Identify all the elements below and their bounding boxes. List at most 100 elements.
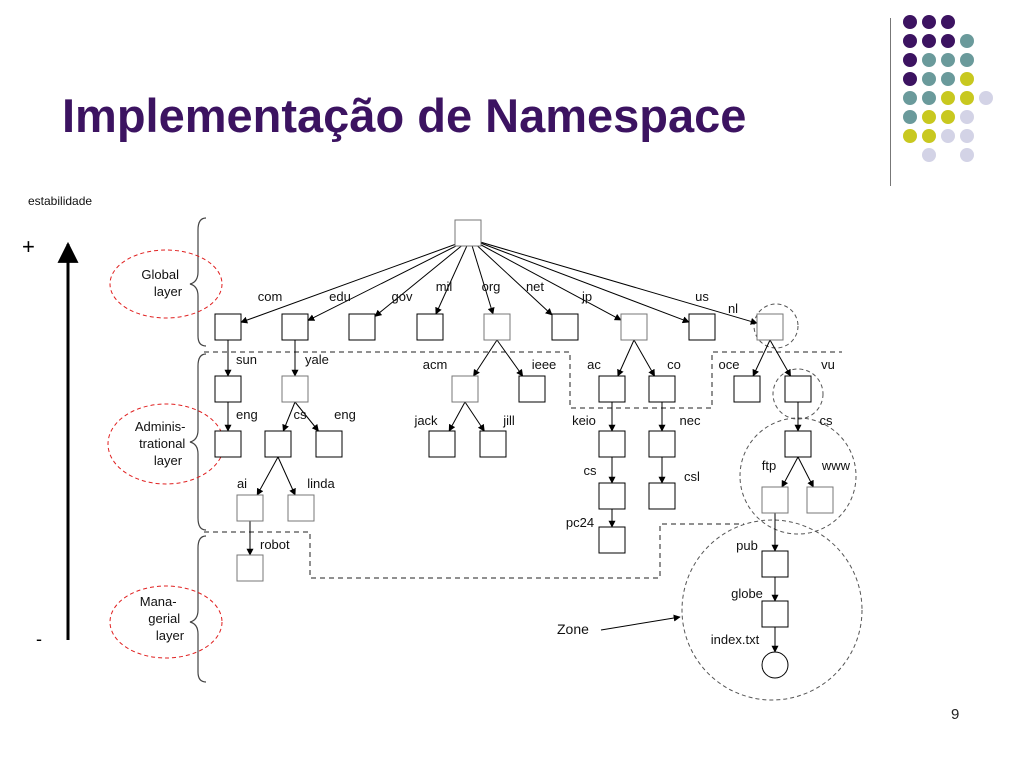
edge-label-sun-eng: eng — [236, 407, 258, 422]
edge-label-edu: edu — [329, 289, 351, 304]
global-layer-label: Global layer — [141, 267, 182, 299]
decor-dot — [922, 15, 936, 29]
zone-circle-vu — [772, 368, 824, 420]
node-keio — [598, 430, 626, 458]
decor-dot — [941, 34, 955, 48]
decor-dot — [922, 72, 936, 86]
edge-label-mil: mil — [436, 279, 453, 294]
edge-label-ftp: ftp — [762, 458, 776, 473]
decor-dot — [941, 110, 955, 124]
edge-nl-oce — [752, 339, 771, 377]
zone-circle-pub — [681, 519, 863, 701]
edge-jp-ac — [617, 339, 635, 377]
decor-dot — [941, 15, 955, 29]
edge-label-globe: globe — [731, 586, 763, 601]
edge-label-us: us — [695, 289, 709, 304]
decor-dot — [922, 53, 936, 67]
managerial-layer-ellipse — [109, 585, 223, 659]
decor-dot — [941, 53, 955, 67]
decor-dot — [922, 91, 936, 105]
node-linda — [287, 494, 315, 522]
edge-label-jp: jp — [581, 289, 592, 304]
node-eng-yale — [315, 430, 343, 458]
edge-cs-yale-ai — [256, 456, 279, 496]
node-jill — [479, 430, 507, 458]
node-sun-eng — [214, 430, 242, 458]
plus-sign: + — [22, 234, 35, 259]
decor-dot — [903, 15, 917, 29]
administrational-layer-label: Adminis- trational layer — [135, 419, 189, 468]
edge-root-net — [469, 238, 553, 316]
node-csl — [648, 482, 676, 510]
slide-number: 9 — [951, 706, 960, 723]
decor-dot — [903, 91, 917, 105]
edge-root-com — [240, 238, 471, 324]
edge-org-acm — [473, 339, 498, 377]
edge-label-com: com — [258, 289, 283, 304]
edge-label-vu: vu — [821, 357, 835, 372]
edge-acm-jill — [464, 401, 485, 432]
decor-dot — [903, 34, 917, 48]
edge-jp-co — [633, 339, 656, 377]
decor-dot — [922, 129, 936, 143]
managerial-layer-label: Mana- gerial layer — [140, 594, 185, 643]
edge-root-gov — [374, 238, 471, 317]
edge-label-gov: gov — [392, 289, 413, 304]
edge-label-csl: csl — [684, 469, 700, 484]
node-net — [551, 313, 579, 341]
edge-label-linda: linda — [307, 476, 335, 491]
node-jack — [428, 430, 456, 458]
edge-label-pc24: pc24 — [566, 515, 594, 530]
decor-dot — [903, 129, 917, 143]
decor-dot — [960, 148, 974, 162]
slide-title: Implementação de Namespace — [62, 89, 747, 142]
edge-label-cs-vu: cs — [820, 413, 834, 428]
edge-label-nl: nl — [728, 301, 738, 316]
edge-label-cs-keio: cs — [584, 463, 598, 478]
node-nec — [648, 430, 676, 458]
edge-label-jill: jill — [502, 413, 515, 428]
decor-dot — [922, 110, 936, 124]
node-mil — [416, 313, 444, 341]
node-vu — [784, 375, 812, 403]
node-co — [648, 375, 676, 403]
admin-managerial-boundary — [204, 523, 744, 579]
node-ai — [236, 494, 264, 522]
zone-pointer-arrow — [600, 614, 681, 631]
edge-label-pub: pub — [736, 538, 758, 553]
decor-dot — [960, 34, 974, 48]
decor-dot — [960, 91, 974, 105]
edge-cs-vu-www — [797, 456, 814, 488]
edge-label-sun: sun — [236, 352, 257, 367]
decor-dot — [941, 129, 955, 143]
node-cs-vu — [784, 430, 812, 458]
edge-org-ieee — [496, 339, 524, 377]
node-yale — [281, 375, 309, 403]
edge-cs-vu-ftp — [781, 456, 799, 488]
edge-label-acm: acm — [423, 357, 448, 372]
edge-root-edu — [307, 238, 471, 321]
stability-label: estabilidade — [28, 194, 93, 208]
edge-yale-cs-yale — [282, 401, 296, 432]
node-sun — [214, 375, 242, 403]
node-globe — [761, 600, 789, 628]
edge-label-net: net — [526, 279, 544, 294]
title-divider — [890, 18, 891, 186]
edge-label-ai: ai — [237, 476, 247, 491]
node-index — [761, 651, 789, 679]
decor-dot — [960, 72, 974, 86]
edge-root-nl — [469, 238, 758, 325]
node-nl — [756, 313, 784, 341]
edge-root-org — [469, 238, 495, 315]
node-cs-keio — [598, 482, 626, 510]
decor-dot — [922, 34, 936, 48]
edge-yale-eng-yale — [294, 401, 319, 432]
edge-nl-vu — [769, 339, 792, 377]
decor-dot — [903, 72, 917, 86]
edge-label-org: org — [482, 279, 501, 294]
edge-label-cs-yale: cs — [294, 407, 308, 422]
edge-acm-jack — [448, 401, 466, 432]
node-org — [483, 313, 511, 341]
node-gov — [348, 313, 376, 341]
